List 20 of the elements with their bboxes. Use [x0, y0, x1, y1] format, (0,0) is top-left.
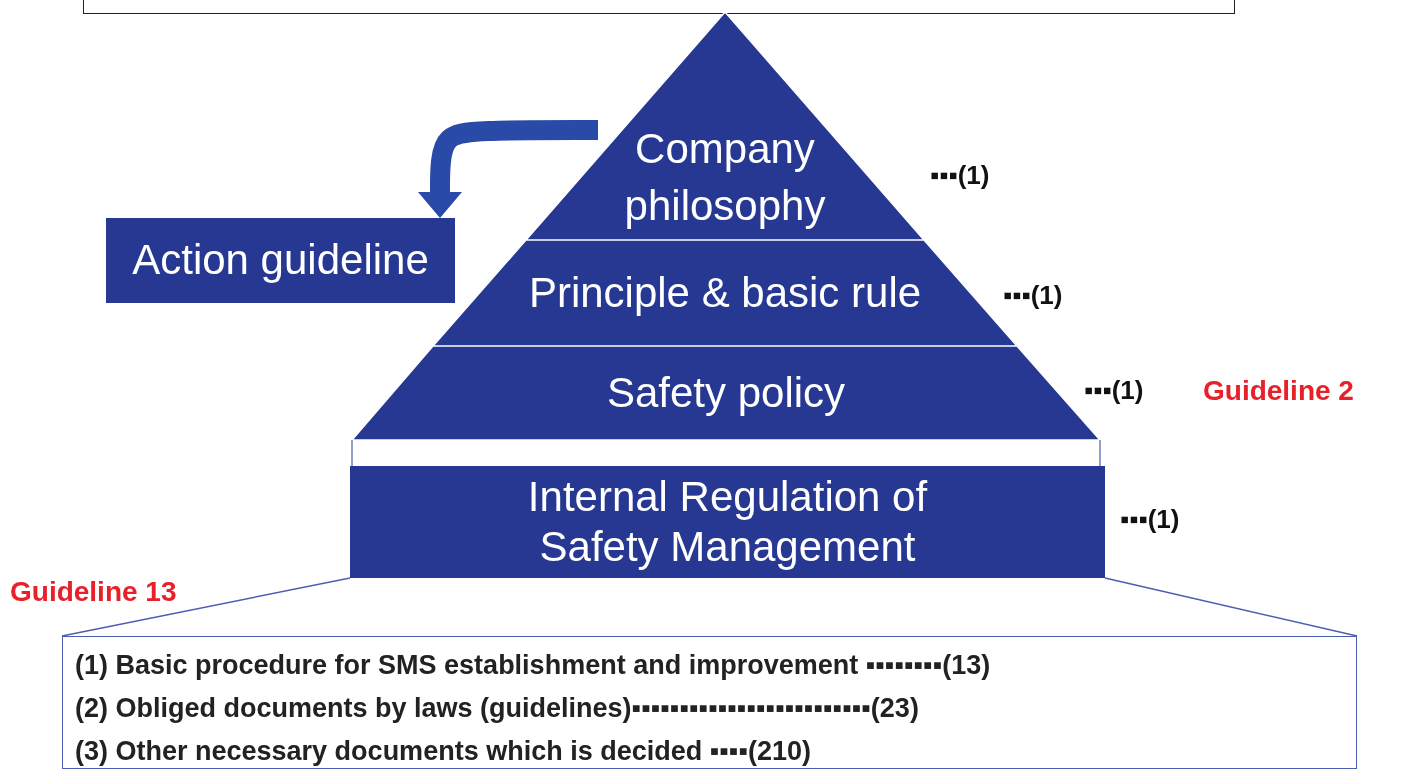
count-note: ▪▪▪(1): [1120, 504, 1180, 535]
layer-label: Action guideline: [132, 235, 429, 286]
count-note: ▪▪▪(1): [1084, 375, 1144, 406]
layer-label: Company philosophy: [623, 124, 827, 231]
layer-label: Safety policy: [606, 367, 846, 418]
count-note: ▪▪▪(1): [930, 160, 990, 191]
document-item: (1) Basic procedure for SMS establishment and improvement ▪▪▪▪▪▪▪▪(13): [75, 650, 991, 681]
guideline-label: Guideline 13: [10, 576, 177, 608]
layer-label: Principle & basic rule: [528, 267, 922, 318]
connector-line: [1104, 577, 1358, 637]
layer-label: Internal Regulation of Safety Management: [526, 471, 929, 572]
document-item: (2) Obliged documents by laws (guidelines)▪▪▪▪▪▪▪▪▪▪▪▪▪▪▪▪▪▪▪▪▪▪▪▪▪(23): [75, 693, 919, 724]
connector-line: [61, 577, 351, 637]
arrow: [418, 120, 598, 218]
count-note: ▪▪▪(1): [1003, 280, 1063, 311]
document-list-box: [62, 636, 1357, 769]
heading-box: [83, 0, 1235, 14]
document-item: (3) Other necessary documents which is decided ▪▪▪▪(210): [75, 736, 811, 767]
guideline-label: Guideline 2: [1203, 375, 1354, 407]
label-box: [106, 218, 455, 303]
